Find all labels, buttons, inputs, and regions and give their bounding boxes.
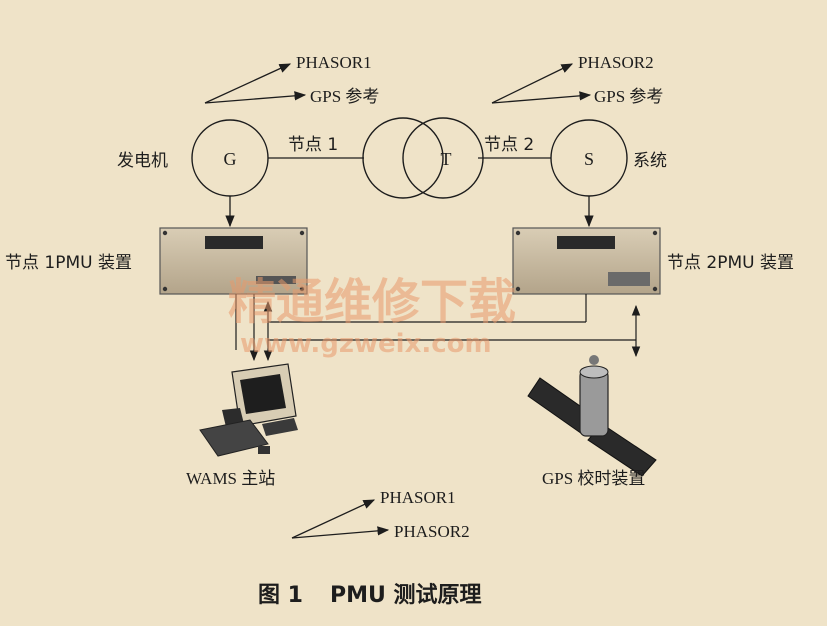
phasor-arrows-bottom: PHASOR1 PHASOR2 <box>291 488 470 541</box>
gps-ref-arrow-right <box>491 91 592 104</box>
pmu1-port-strip <box>256 276 296 284</box>
gps-ref-left-label: GPS 参考 <box>310 87 379 106</box>
phasor1-arrow <box>204 63 292 104</box>
mouse <box>258 446 270 454</box>
transformer-symbol-label: T <box>441 149 452 169</box>
watermark-url: www.gzweix.com <box>240 329 492 359</box>
system-label: 系统 <box>633 151 667 171</box>
gps-device-label: GPS 校时装置 <box>542 469 645 488</box>
wams-label: WAMS 主站 <box>186 469 275 488</box>
phasor2-arrow <box>491 63 574 104</box>
gps-ref-right-label: GPS 参考 <box>594 87 663 106</box>
pmu2-screw <box>515 230 521 236</box>
pmu1-screw <box>162 286 168 292</box>
pmu2-screw <box>652 230 658 236</box>
watermark-text: 精通维修下载 <box>228 274 516 330</box>
phasor1-top-label: PHASOR1 <box>296 53 372 72</box>
pmu1-screw <box>299 286 305 292</box>
gps-ref-arrow <box>204 91 307 104</box>
pmu2-device <box>512 227 661 295</box>
pmu1-screw <box>162 230 168 236</box>
node2-label: 节点 2 <box>484 135 534 155</box>
phasor-arrows-right: PHASOR2 GPS 参考 <box>491 53 663 106</box>
pmu1-device <box>159 227 308 295</box>
pmu1-label: 节点 1PMU 装置 <box>5 253 132 273</box>
pmu2-label: 节点 2PMU 装置 <box>667 253 794 273</box>
pmu1-display <box>205 236 263 249</box>
figure-number: 图 1 <box>258 583 303 608</box>
phasor1-bottom-label: PHASOR1 <box>380 488 456 507</box>
monitor-stand <box>262 418 298 436</box>
phasor1-bottom-arrow <box>291 499 376 539</box>
satellite-body <box>579 369 609 437</box>
transformer-symbol <box>362 117 484 199</box>
phasor2-bottom-arrow <box>291 526 390 539</box>
monitor-screen <box>240 374 286 414</box>
generator-symbol: G <box>224 149 237 169</box>
pmu2-screw <box>652 286 658 292</box>
pmu2-display <box>557 236 615 249</box>
pmu1-screw <box>299 230 305 236</box>
signal-wiring <box>235 294 641 362</box>
node1-label: 节点 1 <box>288 135 338 155</box>
system-symbol: S <box>584 149 594 169</box>
figure-title: PMU 测试原理 <box>330 583 482 608</box>
satellite-top <box>579 365 609 379</box>
phasor-arrows-left: PHASOR1 GPS 参考 <box>204 53 379 106</box>
transformer-winding-2 <box>402 117 484 199</box>
satellite-antenna <box>589 355 599 365</box>
figure-caption: 图 1 PMU 测试原理 <box>258 583 482 608</box>
wams-computer-icon <box>199 363 298 457</box>
transformer-winding-1 <box>362 117 444 199</box>
pmu2-port-strip <box>608 272 650 286</box>
gps-satellite-icon <box>527 355 657 477</box>
phasor2-top-label: PHASOR2 <box>578 53 654 72</box>
phasor2-bottom-label: PHASOR2 <box>394 522 470 541</box>
pmu2-screw <box>515 286 521 292</box>
keyboard <box>199 419 269 457</box>
generator-label: 发电机 <box>117 151 168 171</box>
